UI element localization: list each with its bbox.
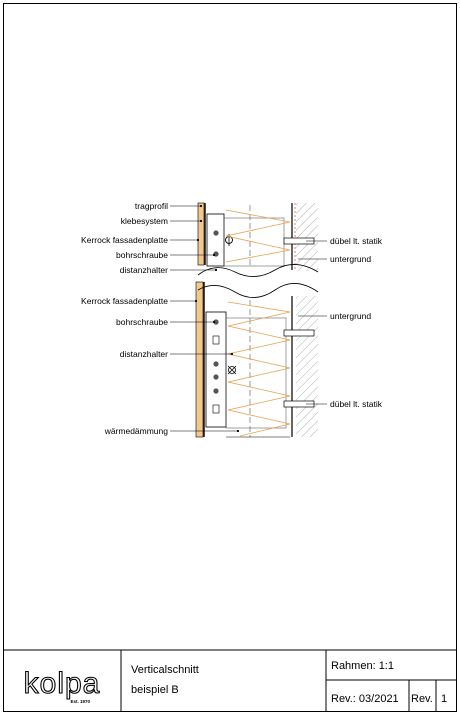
label-bohrschraube-1: bohrschraube xyxy=(116,250,168,260)
facade-panel-upper xyxy=(197,202,205,266)
leaders-left xyxy=(170,205,238,432)
insulation-upper xyxy=(225,209,291,263)
label-bohrschraube-2: bohrschraube xyxy=(116,317,168,327)
revision-number: 1 xyxy=(441,693,447,705)
svg-text:Est. 1970: Est. 1970 xyxy=(70,699,90,704)
label-untergrund-1: untergrund xyxy=(330,254,371,264)
substrate-upper xyxy=(296,203,318,271)
leaders-right xyxy=(298,240,327,405)
facade-panel-lower xyxy=(195,281,204,438)
label-fassadenplatte-2: Kerrock fassadenplatte xyxy=(81,296,168,306)
insulation-lower xyxy=(227,301,291,437)
scale-label: Rahmen: 1:1 xyxy=(331,660,394,672)
bracket-upper xyxy=(206,213,225,267)
section-detail xyxy=(195,202,319,438)
label-distanzhalter-2: distanzhalter xyxy=(120,349,168,359)
drawing-title: Verticalschnitt xyxy=(131,664,199,676)
break-line-top xyxy=(197,264,319,277)
break-line-bottom xyxy=(197,283,319,298)
label-duebel-2: dübel lt. statik xyxy=(330,399,383,409)
label-duebel-1: dübel lt. statik xyxy=(330,236,383,246)
kolpa-logo: kolpa Est. 1970 xyxy=(23,666,101,704)
drawing-subtitle: beispiel B xyxy=(131,684,179,696)
title-block xyxy=(3,649,457,712)
label-tragprofil: tragprofil xyxy=(135,201,168,211)
revision-label: Rev. xyxy=(411,693,433,705)
label-distanzhalter-1: distanzhalter xyxy=(120,265,168,275)
label-waermedaemmung: wärmedämmung xyxy=(104,426,169,436)
anchor-middle xyxy=(283,329,315,337)
bracket-lower xyxy=(205,311,227,428)
label-fassadenplatte-1: Kerrock fassadenplatte xyxy=(81,235,168,245)
sheet-border xyxy=(3,3,457,712)
svg-text:kolpa: kolpa xyxy=(24,667,101,700)
revision-date: Rev.: 03/2021 xyxy=(331,693,399,705)
substrate-lower xyxy=(296,296,318,437)
label-klebesystem: klebesystem xyxy=(121,216,168,226)
label-untergrund-2: untergrund xyxy=(330,311,371,321)
